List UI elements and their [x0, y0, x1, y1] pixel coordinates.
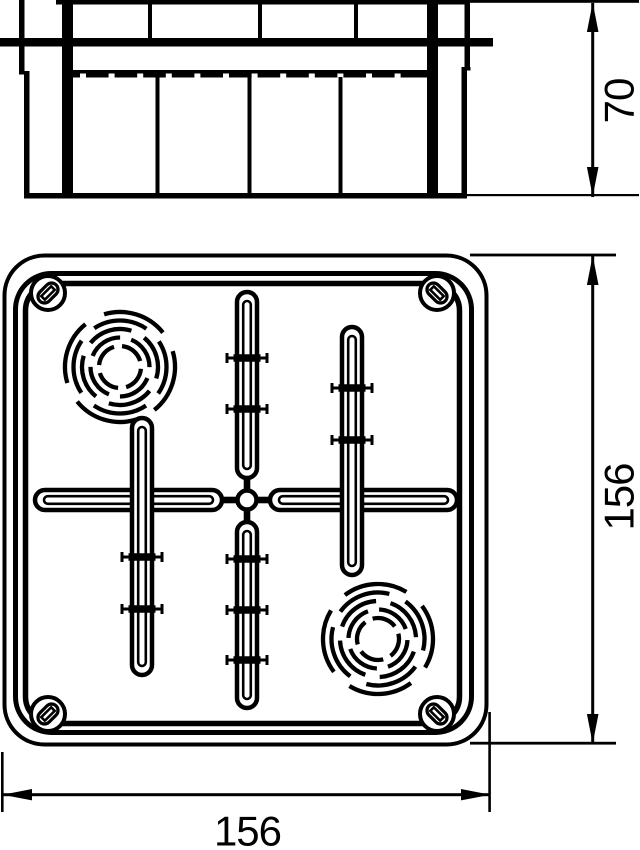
lid-left-edge [19, 0, 25, 73]
knockout-strip-notch [394, 73, 401, 78]
knockout-rung [330, 383, 374, 393]
extension-line-left [1, 752, 4, 812]
wall-segment-divider [338, 77, 343, 194]
knockout-strip-notch [80, 73, 86, 78]
knockout-strip-notch [280, 73, 287, 78]
wall-segment-divider [155, 77, 160, 194]
dimension-label-width: 156 [214, 808, 281, 850]
extension-line-top [470, 253, 616, 257]
knockout-rung [120, 552, 164, 562]
lid-top-edge [56, 0, 470, 5]
knockout-slot-left-groove [42, 494, 215, 506]
box-bottom-edge [24, 193, 467, 199]
dimension-height: 156 [470, 253, 640, 745]
knockout-strip-notch [366, 73, 372, 78]
lid-right-edge [464, 0, 470, 68]
right-wall-section [427, 0, 438, 198]
arrowhead-down-icon [586, 167, 599, 197]
knockout-rung [225, 655, 269, 665]
knockout-rung [225, 554, 269, 564]
hub-connector-right [255, 496, 274, 504]
hub-connector-left [220, 496, 239, 504]
knockout-slot-left [32, 487, 225, 513]
lid-seat-outline [13, 271, 474, 735]
knockout-strip-notch [165, 73, 172, 78]
knockout-slot-side-left-groove [136, 425, 148, 668]
dimension-depth: 70 [467, 0, 640, 197]
center-pilot-hole [235, 488, 259, 512]
knockout-slot-side-right [339, 324, 365, 578]
lid-rib [148, 4, 152, 39]
knockout-slot-bottom-groove [241, 529, 253, 701]
box-left-wall [24, 71, 30, 198]
knockout-slot-side-right-groove [346, 334, 358, 568]
knockout-strip-notch [308, 73, 315, 78]
knockout-rung [225, 605, 269, 615]
knockout-rung [225, 404, 269, 414]
knockout-rung [330, 435, 374, 445]
extension-line-top [470, 0, 639, 3]
extension-line-bottom [470, 741, 616, 745]
knockout-strip-notch [251, 73, 258, 78]
box-outer-outline [2, 253, 489, 747]
knockout-rung [225, 353, 269, 363]
hub-connector-top [243, 477, 251, 492]
knockout-rung [120, 604, 164, 614]
arrowhead-right-icon [461, 789, 491, 801]
arrowhead-up-icon [586, 255, 599, 285]
plan-view [2, 253, 489, 747]
knockout-strip [67, 70, 433, 78]
cable-knockout-spiral [51, 298, 188, 435]
arrowhead-down-icon [586, 714, 599, 744]
extension-line-bottom [467, 194, 639, 197]
lid-rib [354, 4, 358, 39]
left-wall-section [62, 0, 73, 198]
knockout-strip-notch [194, 73, 201, 78]
side-view [0, 0, 493, 199]
box-right-wall [461, 67, 467, 193]
knockout-strip-notch [108, 73, 115, 78]
knockout-slot-side-left [129, 415, 155, 678]
dimension-line [3, 793, 490, 797]
hub-connector-bottom [243, 508, 251, 523]
knockout-strip-notch [337, 73, 344, 78]
corner-screw-boss [24, 269, 72, 317]
dimension-line [591, 256, 595, 743]
arrowhead-up-icon [586, 2, 599, 32]
dimension-width: 156 [1, 712, 491, 850]
knockout-slot-top [234, 289, 260, 481]
box-base-outline [22, 280, 463, 727]
extension-line-right [488, 712, 491, 812]
dimension-line [591, 3, 595, 197]
wall-segment-divider [247, 77, 252, 194]
knockout-slot-bottom [234, 519, 260, 711]
knockout-strip-notch [223, 73, 229, 78]
dimension-label-depth: 70 [596, 79, 640, 124]
lid-rib [258, 4, 262, 39]
arrowhead-left-icon [2, 789, 32, 801]
knockout-strip-notch [137, 73, 144, 78]
dimension-label-height: 156 [596, 463, 640, 530]
mounting-flange-line [0, 38, 493, 47]
knockout-slot-top-groove [241, 299, 253, 471]
